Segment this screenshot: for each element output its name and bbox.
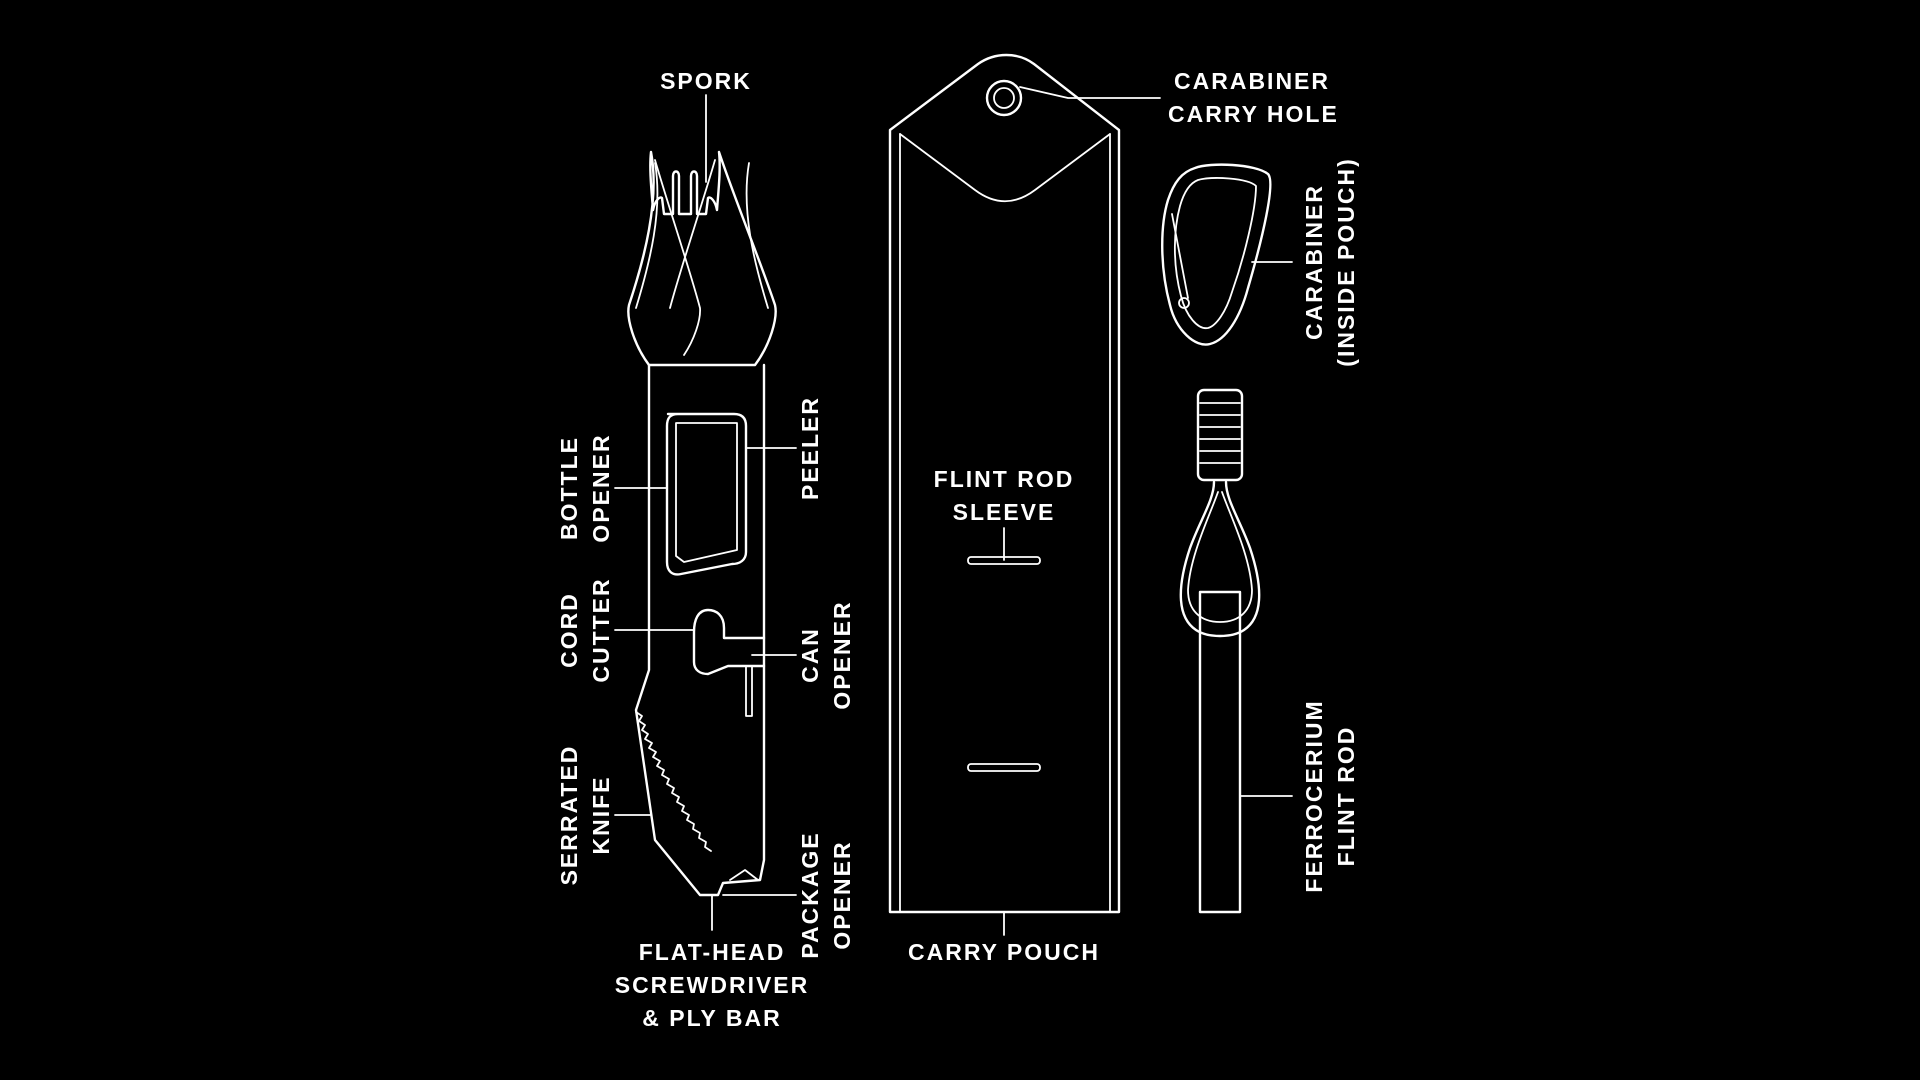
multitool-leaders xyxy=(614,94,797,931)
spork-head-outline xyxy=(627,150,777,367)
flint-rod-cap xyxy=(1196,388,1244,482)
label-package-opener-line2: OPENER xyxy=(829,840,855,949)
tool-handle-outline xyxy=(634,363,766,897)
carry-hole xyxy=(985,79,1023,117)
label-flint-rod-sleeve-line2: SLEEVE xyxy=(953,499,1056,525)
carabiner-drawing xyxy=(1161,163,1272,346)
label-peeler: PEELER xyxy=(797,396,823,500)
bottle-opener-slot xyxy=(665,412,748,576)
label-cord-cutter-line2: CUTTER xyxy=(588,577,614,682)
label-carabiner-line2: (INSIDE POUCH) xyxy=(1333,157,1359,366)
spork-head-inner xyxy=(654,159,716,356)
pouch-outline xyxy=(888,53,1121,914)
serrated-edge xyxy=(635,711,712,852)
label-spork: SPORK xyxy=(660,68,752,94)
label-carry-pouch: CARRY POUCH xyxy=(908,939,1100,965)
carabiner-gate xyxy=(1171,213,1189,299)
label-flat-head-line3: & PLY BAR xyxy=(642,1005,781,1031)
label-bottle-opener-line2: OPENER xyxy=(588,433,614,542)
label-ferrocerium-line2: FLINT ROD xyxy=(1333,726,1359,867)
label-can-opener-line2: OPENER xyxy=(829,600,855,709)
cord-cutter-hook xyxy=(692,608,766,676)
pouch-leaders xyxy=(1003,86,1161,936)
label-flint-rod-sleeve-line1: FLINT ROD xyxy=(934,466,1075,492)
sleeve-slot-lower xyxy=(967,763,1041,772)
label-flat-head-line2: SCREWDRIVER xyxy=(615,972,810,998)
label-cord-cutter-line1: CORD xyxy=(556,592,582,668)
multitool-drawing xyxy=(627,150,777,897)
labels: SPORK BOTTLE OPENER PEELER CORD CUTTER C… xyxy=(556,68,1359,1031)
carry-pouch-drawing xyxy=(888,53,1121,914)
label-serrated-knife-line1: SERRATED xyxy=(556,745,582,886)
carabiner-outline xyxy=(1161,163,1272,346)
package-opener-notch xyxy=(729,869,759,881)
pouch-flap xyxy=(899,133,1111,203)
label-package-opener-line1: PACKAGE xyxy=(797,831,823,958)
label-flat-head-line1: FLAT-HEAD xyxy=(639,939,786,965)
label-ferrocerium-line1: FERROCERIUM xyxy=(1301,699,1327,892)
can-opener-tab xyxy=(745,665,753,717)
flint-rod-cord xyxy=(1179,480,1261,638)
label-serrated-knife-line2: KNIFE xyxy=(588,776,614,855)
label-bottle-opener-line1: BOTTLE xyxy=(556,436,582,540)
label-carabiner-line1: CARABINER xyxy=(1301,184,1327,340)
label-carry-hole-line2: CARRY HOLE xyxy=(1168,101,1339,127)
label-can-opener-line1: CAN xyxy=(797,627,823,683)
label-carry-hole-line1: CARABINER xyxy=(1174,68,1330,94)
flint-rod-drawing xyxy=(1179,388,1261,914)
flint-rod-body xyxy=(1198,590,1242,914)
